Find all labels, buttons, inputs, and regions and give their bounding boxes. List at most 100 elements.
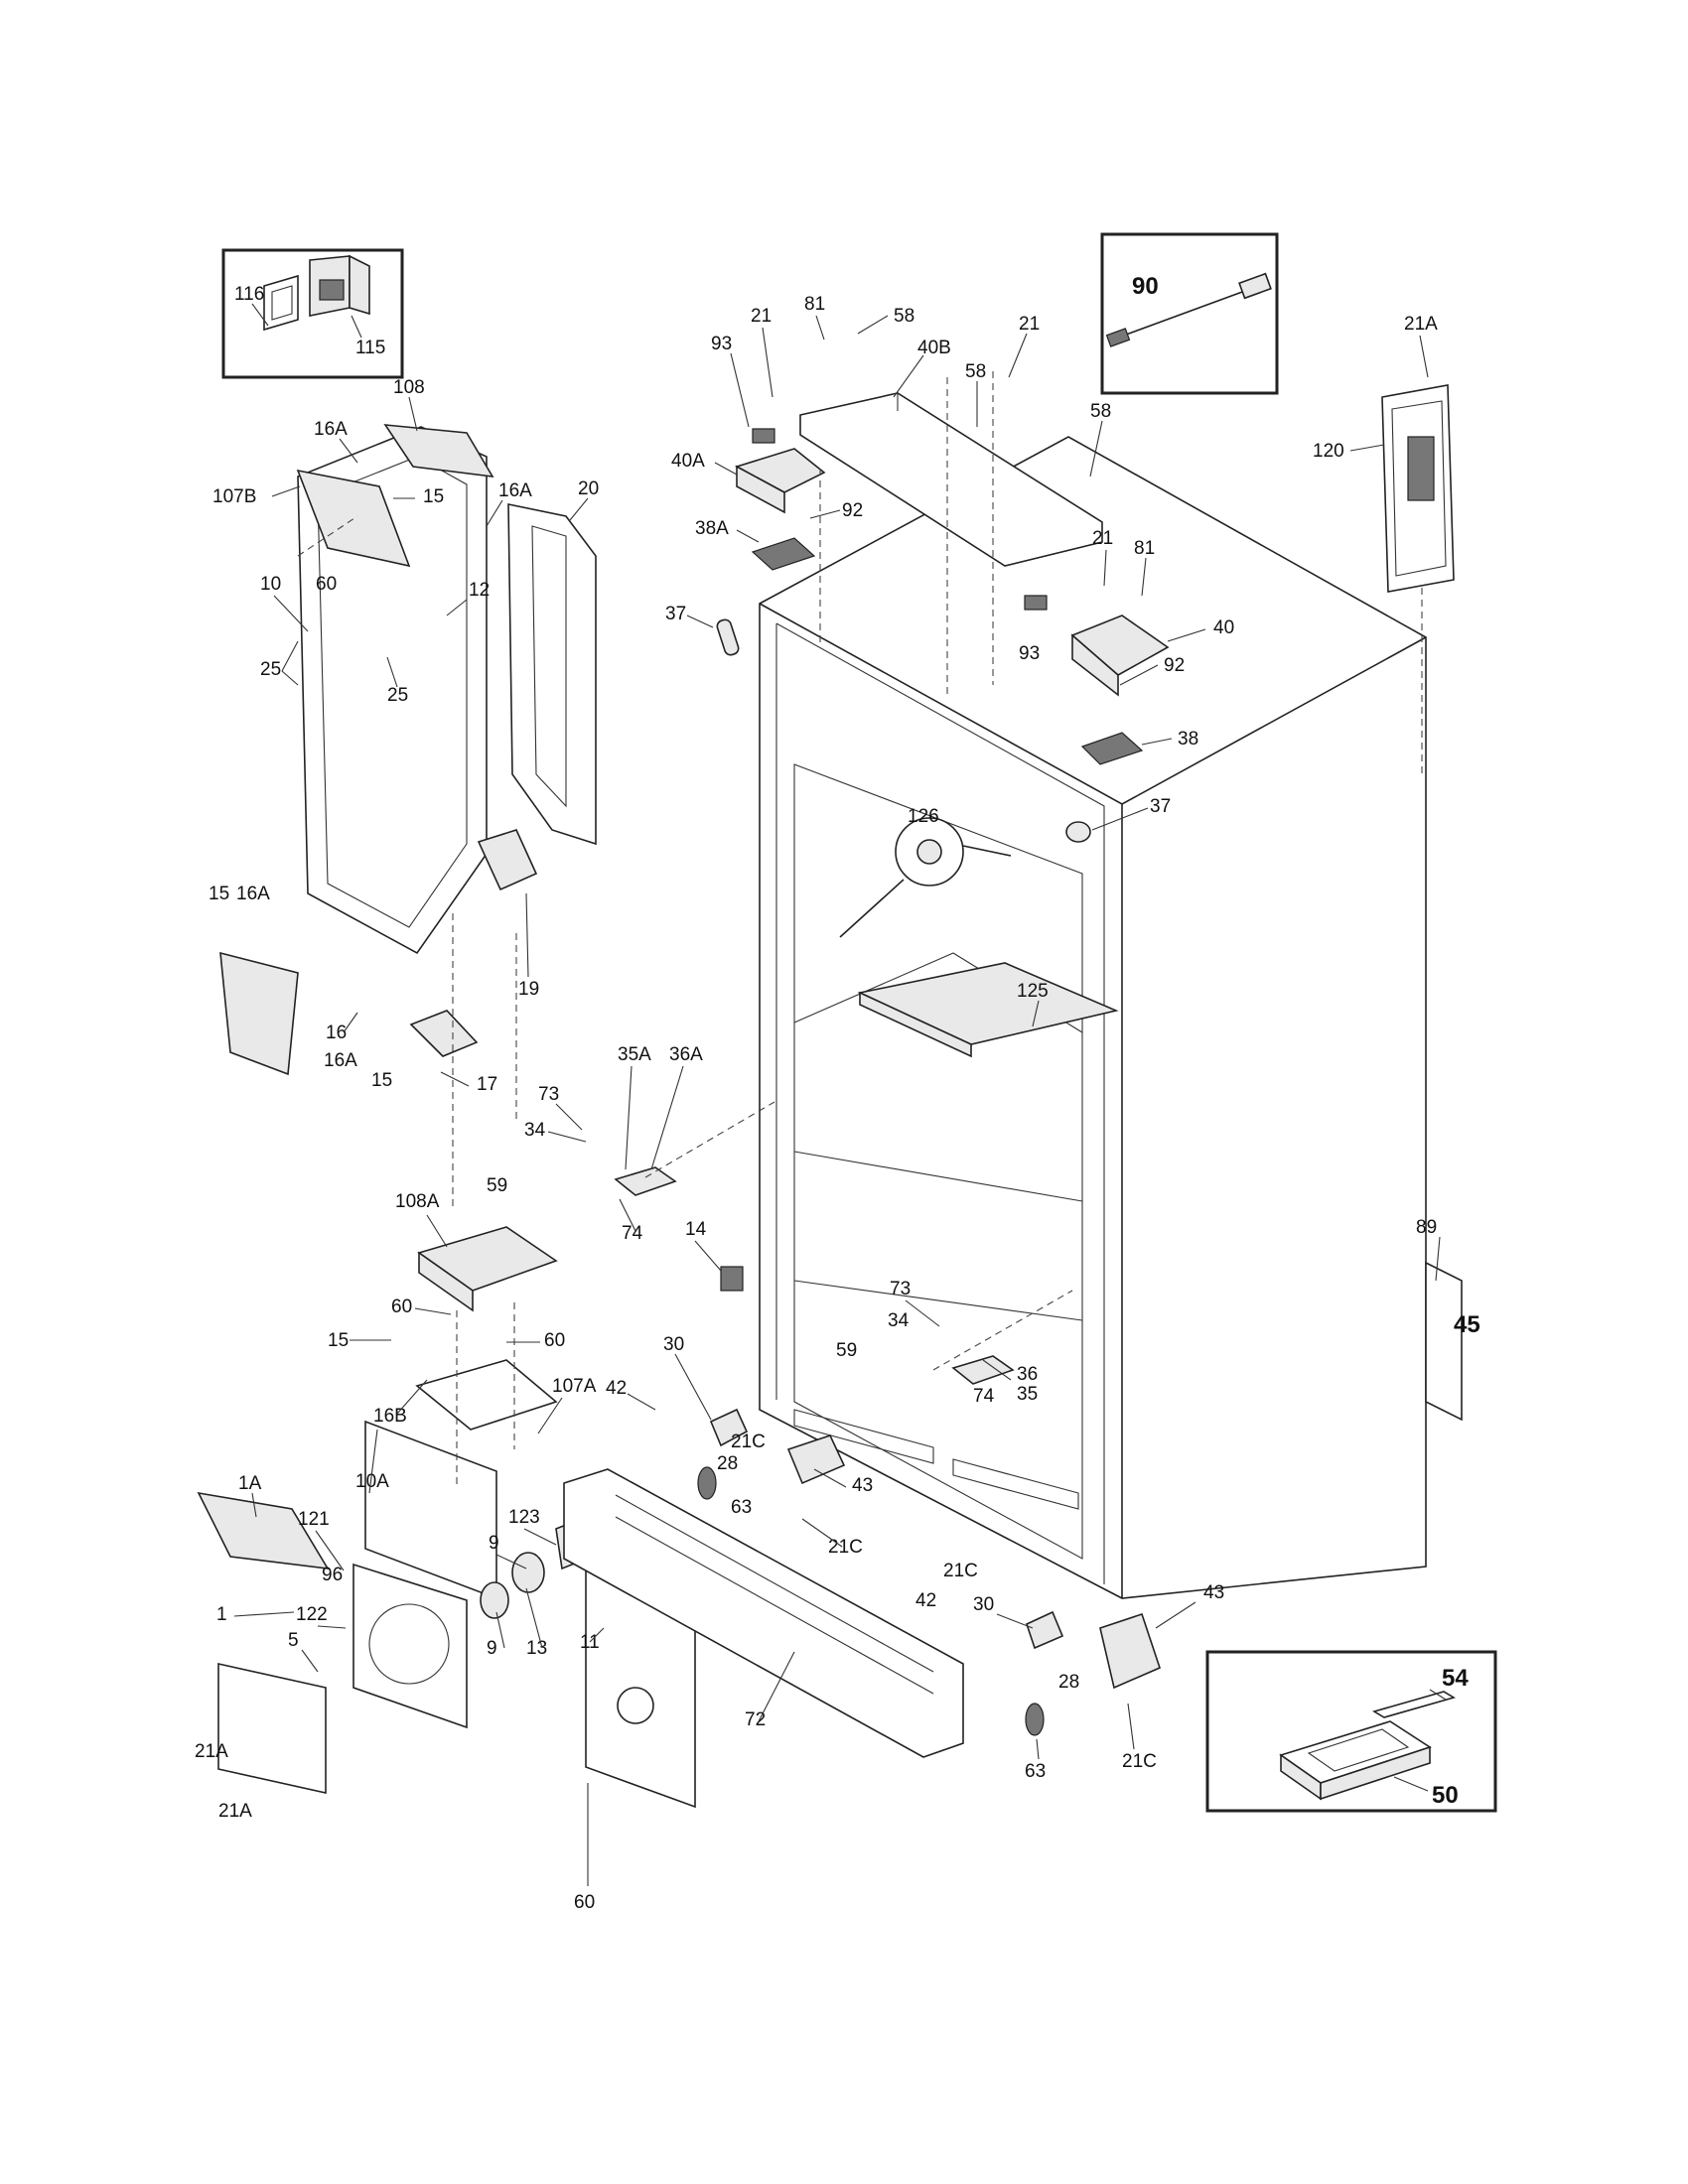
- inset-light-cover: 116 115: [221, 248, 404, 379]
- callout-5: 5: [288, 1630, 299, 1651]
- callout-43: 43: [1203, 1582, 1224, 1603]
- callout-42: 42: [606, 1378, 627, 1399]
- duct-assembly: [219, 424, 597, 1211]
- inset-tray: 54 50: [1205, 1650, 1497, 1813]
- callout-74: 74: [973, 1386, 995, 1407]
- callout-34: 34: [888, 1310, 910, 1331]
- callout-81: 81: [804, 294, 825, 315]
- inset-label-50: 50: [1432, 1782, 1459, 1809]
- callout-59: 59: [487, 1175, 507, 1196]
- callout-108a: 108A: [395, 1191, 440, 1212]
- callout-21c: 21C: [1122, 1751, 1157, 1772]
- callout-58: 58: [894, 306, 914, 327]
- callout-13: 13: [526, 1638, 547, 1659]
- callout-16a: 16A: [324, 1050, 357, 1071]
- callout-15: 15: [423, 486, 444, 507]
- callout-38a: 38A: [695, 518, 729, 539]
- callout-92: 92: [1164, 655, 1185, 676]
- callout-40a: 40A: [671, 451, 705, 472]
- callout-20: 20: [578, 478, 599, 499]
- callout-21c: 21C: [943, 1561, 978, 1581]
- callout-43: 43: [852, 1475, 873, 1496]
- callout-15: 15: [328, 1330, 349, 1351]
- callout-93: 93: [1019, 643, 1040, 664]
- callout-72: 72: [745, 1709, 766, 1730]
- callout-34: 34: [524, 1120, 546, 1141]
- callout-58: 58: [965, 361, 986, 382]
- callout-9: 9: [489, 1533, 499, 1554]
- callout-21: 21: [1019, 314, 1040, 335]
- callout-9: 9: [487, 1638, 497, 1659]
- callout-73: 73: [538, 1084, 559, 1105]
- callout-122: 122: [296, 1604, 328, 1625]
- cabinet: [614, 371, 1463, 1736]
- callout-17: 17: [477, 1074, 497, 1095]
- callout-120: 120: [1313, 441, 1344, 462]
- callout-25: 25: [387, 685, 408, 706]
- callout-63: 63: [1025, 1761, 1046, 1782]
- callout-92: 92: [842, 500, 863, 521]
- callout-30: 30: [663, 1334, 684, 1355]
- callout-16a: 16A: [236, 884, 270, 904]
- callout-12: 12: [469, 580, 490, 601]
- inset-wand: 90: [1100, 232, 1279, 395]
- callout-21: 21: [1092, 528, 1113, 549]
- callout-1: 1: [216, 1604, 227, 1625]
- callout-15: 15: [371, 1070, 392, 1091]
- callout-16b: 16B: [373, 1406, 407, 1427]
- callout-63: 63: [731, 1497, 752, 1518]
- callout-19: 19: [518, 979, 539, 1000]
- callout-59: 59: [836, 1340, 857, 1361]
- callout-58: 58: [1090, 401, 1111, 422]
- callout-15: 15: [209, 884, 229, 904]
- inset-label-90: 90: [1132, 273, 1159, 300]
- callout-40b: 40B: [917, 338, 951, 358]
- callout-21: 21: [751, 306, 772, 327]
- inset-label-116: 116: [234, 284, 264, 305]
- callout-16: 16: [326, 1023, 347, 1043]
- callout-16a: 16A: [314, 419, 348, 440]
- callout-labels: 108 16A 107B 15 16A 20 10 60 12 25 25 15…: [195, 294, 1480, 1913]
- callout-36: 36: [1017, 1364, 1038, 1385]
- callout-81: 81: [1134, 538, 1155, 559]
- callout-123: 123: [508, 1507, 540, 1528]
- callout-60: 60: [316, 574, 337, 595]
- callout-16a: 16A: [498, 480, 532, 501]
- callout-30: 30: [973, 1594, 994, 1615]
- callout-126: 126: [908, 806, 939, 827]
- callout-37: 37: [665, 604, 686, 624]
- callout-36a: 36A: [669, 1044, 703, 1065]
- callout-21c: 21C: [828, 1537, 863, 1558]
- callout-121: 121: [298, 1509, 330, 1530]
- callout-14: 14: [685, 1219, 707, 1240]
- callout-42: 42: [915, 1590, 936, 1611]
- callout-35a: 35A: [618, 1044, 651, 1065]
- callout-74: 74: [622, 1223, 643, 1244]
- callout-28: 28: [1058, 1672, 1079, 1693]
- callout-10a: 10A: [355, 1471, 389, 1492]
- callout-45: 45: [1454, 1311, 1480, 1338]
- callout-108: 108: [393, 377, 425, 398]
- inset-label-54: 54: [1442, 1665, 1469, 1692]
- leader-lines: [233, 315, 1441, 1886]
- evaporator-fan-assembly: [197, 1226, 964, 1809]
- callout-96: 96: [322, 1565, 343, 1585]
- callout-38: 38: [1178, 729, 1198, 750]
- callout-89: 89: [1416, 1217, 1437, 1238]
- callout-107a: 107A: [552, 1376, 597, 1397]
- callout-93: 93: [711, 334, 732, 354]
- callout-60: 60: [544, 1330, 565, 1351]
- callout-21a: 21A: [1404, 314, 1438, 335]
- callout-40: 40: [1213, 617, 1234, 638]
- callout-37: 37: [1150, 796, 1171, 817]
- callout-125: 125: [1017, 981, 1049, 1002]
- callout-21a: 21A: [195, 1741, 228, 1762]
- callout-25: 25: [260, 659, 281, 680]
- callout-28: 28: [717, 1453, 738, 1474]
- callout-35: 35: [1017, 1384, 1038, 1405]
- callout-60: 60: [574, 1892, 595, 1913]
- callout-73: 73: [890, 1279, 911, 1299]
- callout-107b: 107B: [212, 486, 256, 507]
- callout-21a: 21A: [218, 1801, 252, 1822]
